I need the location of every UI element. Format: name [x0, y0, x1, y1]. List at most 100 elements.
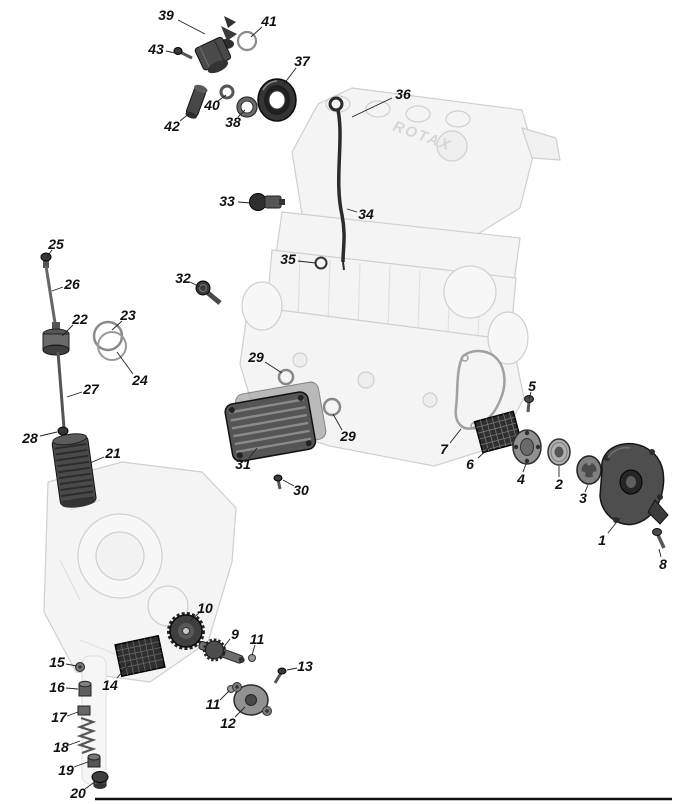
coil-boss: [445, 110, 471, 128]
callout-label-33: 33: [219, 193, 235, 209]
leader-line-18: [68, 740, 81, 746]
callout-label-27: 27: [82, 381, 100, 397]
part-bolt-43: [173, 47, 193, 60]
leader-line-39: [177, 19, 206, 35]
callout-label-10: 10: [197, 600, 213, 616]
leader-line-19: [73, 761, 89, 768]
callout-label-43: 43: [147, 41, 164, 57]
part-washer-38: [236, 96, 258, 118]
engine-ghost: [43, 87, 561, 785]
callout-label-36: 36: [395, 86, 411, 102]
callout-label-29: 29: [339, 428, 356, 444]
leader-line-24: [116, 351, 134, 375]
leader-line-31: [248, 447, 258, 459]
callout-label-26: 26: [63, 276, 80, 292]
callout-label-24: 24: [131, 372, 148, 388]
part-oring-29a: [277, 368, 295, 386]
callout-label-16: 16: [49, 679, 65, 695]
case-boss: [241, 281, 283, 331]
leader-line-21: [89, 456, 105, 464]
callout-label-7: 7: [440, 441, 449, 457]
leader-line-33: [237, 201, 252, 204]
leader-line-15: [65, 663, 78, 667]
part-bolt-13: [273, 667, 287, 684]
callout-label-15: 15: [49, 654, 65, 670]
callout-label-41: 41: [260, 13, 277, 29]
case-hole: [422, 392, 438, 408]
part-pressure-regulator-39: [194, 16, 237, 74]
leader-line-11: [251, 644, 256, 656]
part-sensor-33: [249, 193, 285, 211]
callout-label-5: 5: [528, 378, 536, 394]
leader-line-29: [264, 361, 283, 374]
leader-line-14: [116, 662, 131, 679]
leader-line-37: [283, 67, 297, 85]
callout-label-30: 30: [293, 482, 309, 498]
leader-line-29: [332, 413, 343, 431]
callout-label-21: 21: [104, 445, 121, 461]
part-nut-28: [57, 426, 69, 436]
part-collar-16: [78, 680, 92, 697]
part-bolt-32: [195, 280, 222, 305]
part-seal-37: [257, 78, 297, 122]
callout-label-19: 19: [58, 762, 74, 778]
leader-line-36: [351, 97, 393, 118]
leader-line-17: [66, 711, 79, 717]
leader-line-28: [39, 431, 58, 437]
leader-line-11: [219, 690, 230, 701]
part-rotor-3: [576, 455, 602, 485]
part-plug-20: [91, 771, 109, 789]
part-oring-29b: [322, 397, 342, 417]
leader-line-4: [522, 463, 527, 473]
leader-line-13: [286, 667, 298, 671]
part-gear-10: [167, 612, 205, 650]
part-plunger-17: [77, 705, 91, 716]
part-bolt-8: [652, 528, 666, 549]
block-ribs: [297, 255, 481, 341]
leader-line-20: [84, 780, 97, 790]
case-hole: [292, 352, 308, 368]
part-bolt-25: [40, 252, 52, 268]
callout-label-12: 12: [220, 715, 236, 731]
part-cover-12: [232, 682, 272, 716]
leader-line-7: [449, 428, 462, 444]
part-dipstick-36: [328, 96, 346, 271]
part-cap-22: [42, 322, 70, 356]
callout-label-11: 11: [206, 696, 221, 712]
callout-label-4: 4: [516, 471, 525, 487]
cover-bracket-ghost: [521, 127, 561, 161]
leader-line-43: [165, 50, 181, 55]
leader-line-32: [189, 281, 201, 288]
leader-line-8: [658, 548, 662, 558]
callout-label-8: 8: [659, 556, 667, 572]
part-washer-15: [75, 662, 85, 672]
callout-label-3: 3: [579, 490, 587, 506]
leader-line-30: [282, 479, 295, 487]
leader-line-12: [234, 706, 246, 718]
callout-label-14: 14: [102, 677, 118, 693]
leader-line-22: [61, 324, 74, 337]
case-flange: [487, 311, 529, 365]
leader-line-40: [217, 94, 227, 102]
callout-label-6: 6: [466, 456, 474, 472]
coil-boss: [365, 100, 391, 118]
callout-label-32: 32: [175, 270, 191, 286]
part-plate-4: [512, 429, 542, 465]
part-oring-41: [236, 30, 258, 52]
part-shaft-9: [198, 638, 245, 664]
leader-line-42: [179, 111, 192, 122]
part-rotor-2: [547, 438, 571, 466]
part-plug-19: [87, 753, 101, 768]
part-washer-40: [219, 84, 235, 100]
part-rod-27: [56, 351, 66, 429]
part-fitting-42: [185, 84, 208, 119]
callout-label-35: 35: [280, 251, 296, 267]
callout-label-40: 40: [203, 97, 220, 113]
callout-label-29: 29: [247, 349, 264, 365]
bearing-bore-ghost: [95, 531, 145, 581]
callout-label-11: 11: [250, 631, 265, 647]
leader-line-35: [297, 260, 317, 264]
